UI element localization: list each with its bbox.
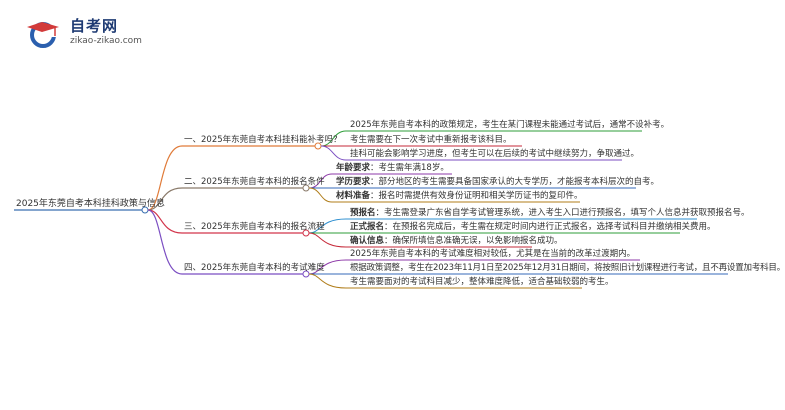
leaf-3-2: 正式报名：在预报名完成后，考生需在规定时间内进行正式报名，选择考试科目并缴纳相关… (350, 222, 716, 232)
branch-label-3: 三、2025年东莞自考本科的报名流程 (184, 222, 325, 232)
site-logo[interactable]: 自考网 zikao-zikao.com (27, 14, 198, 54)
leaf-2-3: 材料准备：报名时需提供有效身份证明和相关学历证书的复印件。 (336, 191, 583, 201)
leaf-3-1: 预报名：考生需登录广东省自学考试管理系统，进入考生入口进行预报名，填写个人信息并… (350, 208, 750, 218)
mindmap-connectors (14, 130, 728, 289)
leaf-1-1: 2025年东莞自考本科的政策规定，考生在某门课程未能通过考试后，通常不设补考。 (350, 120, 670, 130)
leaf-1-2: 考生需要在下一次考试中重新报考该科目。 (350, 135, 512, 145)
connector-branch-1 (147, 145, 183, 211)
leaf-4-2: 根据政策调整，考生在2023年11月1日至2025年12月31日期间，将按照旧计… (350, 263, 785, 273)
branch-label-1: 一、2025年东莞自考本科挂科能补考吗？ (184, 135, 342, 145)
leaf-4-3: 考生需要面对的考试科目减少，整体难度降低，适合基础较弱的考生。 (350, 277, 614, 287)
leaf-2-2: 学历要求：部分地区的考生需要具备国家承认的大专学历，才能报考本科层次的自考。 (336, 177, 660, 187)
leaf-1-3: 挂科可能会影响学习进度，但考生可以在后续的考试中继续努力，争取通过。 (350, 149, 640, 159)
branch-label-2: 二、2025年东莞自考本科的报名条件 (184, 177, 325, 187)
root-topic: 2025年东莞自考本科挂科政策与信息 (16, 199, 165, 209)
graduation-cap-icon (27, 22, 60, 48)
logo-domain: zikao-zikao.com (70, 36, 142, 46)
logo-title: 自考网 (70, 17, 119, 35)
leaf-3-3: 确认信息：确保所填信息准确无误，以免影响报名成功。 (350, 236, 563, 246)
leaf-4-1: 2025年东莞自考本科的考试难度相对较低，尤其是在当前的改革过渡期内。 (350, 249, 636, 259)
connector-branch-2 (147, 187, 183, 211)
leaf-2-1: 年龄要求：考生需年满18岁。 (336, 163, 449, 173)
branch-label-4: 四、2025年东莞自考本科的考试难度 (184, 263, 325, 273)
connector-branch-4 (147, 209, 183, 275)
